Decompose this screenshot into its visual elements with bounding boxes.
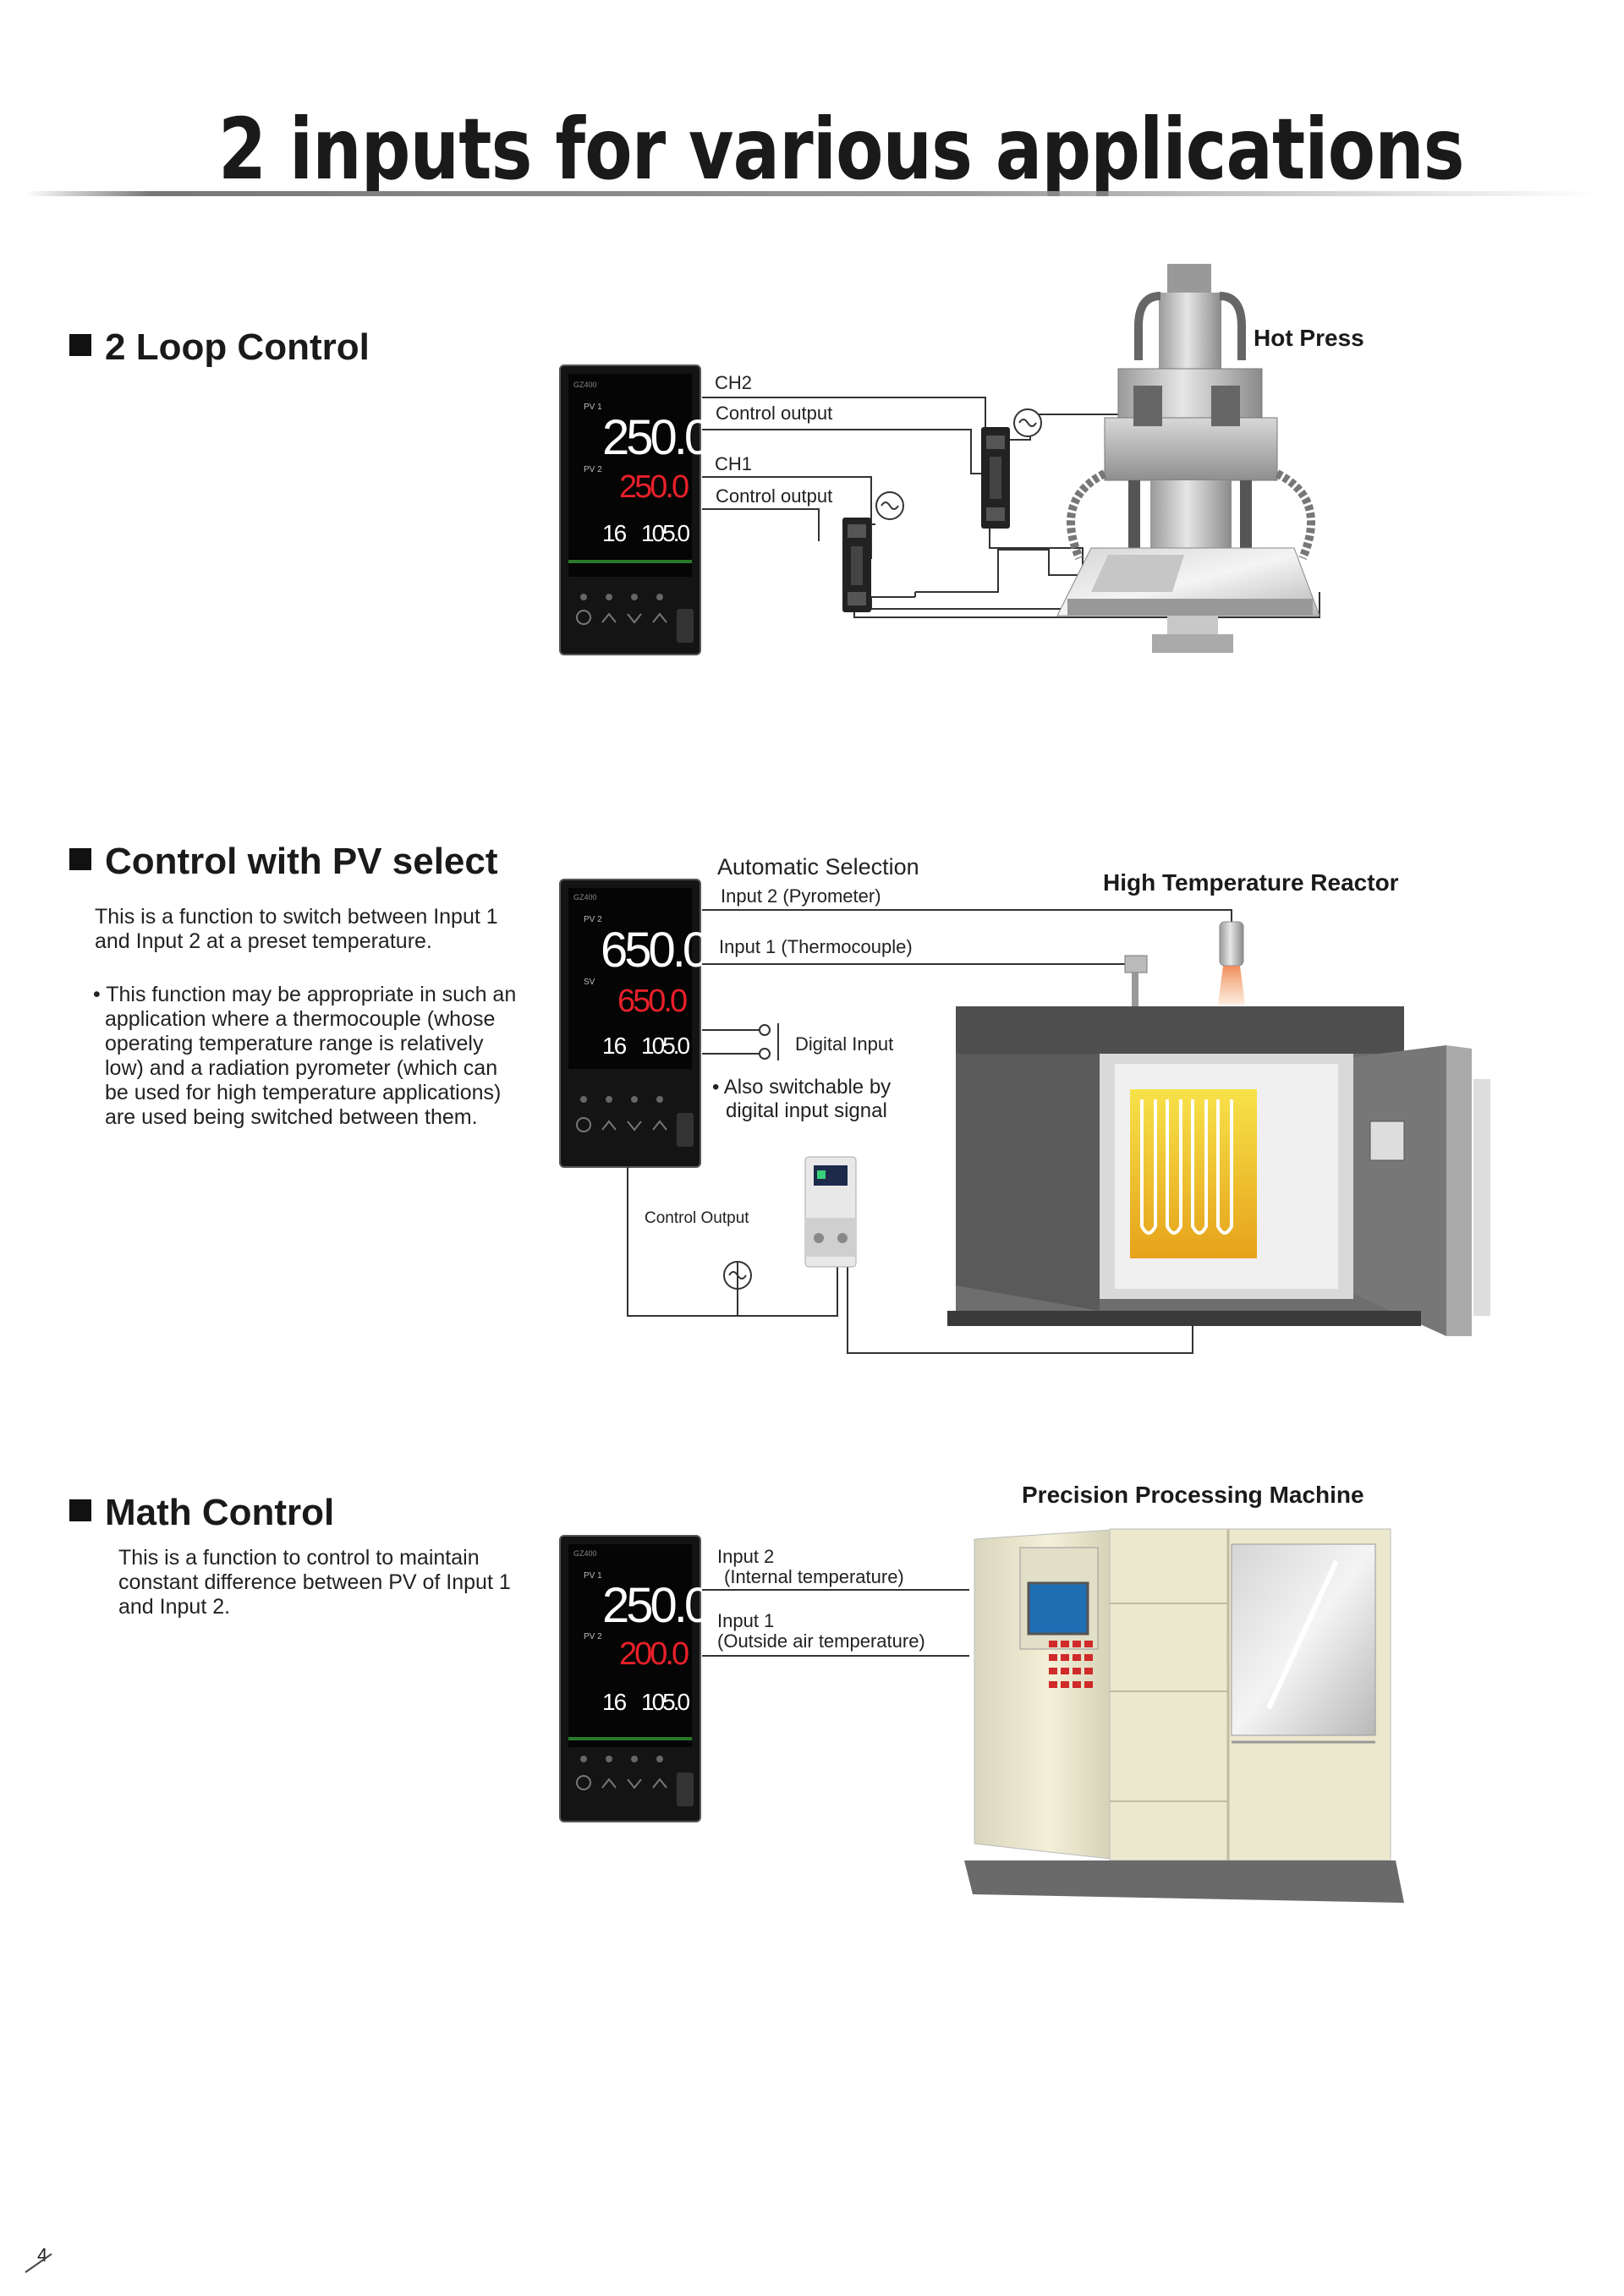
pyrometer-sensor-icon bbox=[1218, 921, 1245, 1005]
thermocouple-sensor-icon bbox=[1124, 955, 1148, 1006]
hot-press-label: Hot Press bbox=[1254, 325, 1364, 351]
pv-select-bullet: • This function may be appropriate in su… bbox=[93, 983, 517, 1129]
controller-3-mv-value: 105.0 bbox=[641, 1689, 689, 1715]
controller-2-sv-label: SV bbox=[584, 978, 595, 987]
ssr-relay-ch2 bbox=[981, 427, 1010, 529]
controller-3-pv1-value: 250.0 bbox=[602, 1578, 710, 1633]
controller-2-pv-label: PV 2 bbox=[584, 915, 602, 924]
controller-1-area-value: 16 bbox=[602, 520, 627, 546]
section-heading-pv-select: Control with PV select bbox=[69, 841, 498, 883]
controller-3-pv2-value: 200.0 bbox=[619, 1636, 689, 1672]
controller-2-sv-value: 650.0 bbox=[617, 984, 687, 1019]
ac-source-icon bbox=[875, 408, 1042, 520]
page-title: 2 inputs for various applications bbox=[218, 100, 1465, 199]
digital-input-contacts-icon bbox=[759, 1024, 771, 1060]
controller-1-pv2-label: PV 2 bbox=[584, 465, 602, 474]
math-description: This is a function to control to maintai… bbox=[118, 1546, 511, 1619]
title-divider bbox=[25, 191, 1599, 196]
ch1-output-label: Control output bbox=[716, 485, 833, 507]
temperature-controller-2 bbox=[559, 879, 701, 1168]
controller-1-pv2-value: 250.0 bbox=[619, 469, 689, 505]
input1-label: Input 1 bbox=[717, 1610, 775, 1631]
controller-1-pv1-label: PV 1 bbox=[584, 403, 602, 412]
ssr-relay-ch1 bbox=[842, 518, 871, 612]
section-heading-2-loop: 2 Loop Control bbox=[69, 326, 370, 369]
temperature-controller-3 bbox=[559, 1535, 701, 1822]
ch2-output-label: Control output bbox=[716, 403, 833, 424]
wiring-math bbox=[702, 1589, 969, 1657]
ssr-relay-unit bbox=[804, 1156, 857, 1268]
wiring-pv-select bbox=[627, 909, 1232, 1354]
digital-input-label: Digital Input bbox=[795, 1033, 894, 1055]
input1-outside-label: (Outside air temperature) bbox=[717, 1630, 925, 1652]
precision-machine-illustration bbox=[964, 1528, 1404, 1903]
square-bullet-icon bbox=[69, 334, 91, 356]
switchable-note-line2: digital input signal bbox=[726, 1099, 887, 1122]
square-bullet-icon bbox=[69, 1499, 91, 1521]
control-output-label: Control Output bbox=[645, 1209, 749, 1227]
automatic-selection-label: Automatic Selection bbox=[717, 854, 919, 879]
controller-3-model: GZ400 bbox=[573, 1549, 597, 1558]
ch2-label: CH2 bbox=[715, 372, 753, 393]
controller-2-model: GZ400 bbox=[573, 893, 597, 901]
input2-label: Input 2 bbox=[717, 1546, 775, 1567]
precision-machine-label: Precision Processing Machine bbox=[1022, 1482, 1364, 1508]
input2-internal-label: (Internal temperature) bbox=[724, 1566, 904, 1587]
high-temperature-reactor-label: High Temperature Reactor bbox=[1103, 869, 1399, 896]
input2-pyrometer-label: Input 2 (Pyrometer) bbox=[721, 885, 881, 907]
ch1-label: CH1 bbox=[715, 453, 753, 474]
high-temperature-reactor-illustration bbox=[947, 1006, 1490, 1336]
input1-thermocouple-label: Input 1 (Thermocouple) bbox=[719, 936, 913, 957]
controller-3-pv2-label: PV 2 bbox=[584, 1632, 602, 1641]
pv-select-description: This is a function to switch between Inp… bbox=[95, 905, 498, 953]
controller-2-pv-value: 650.0 bbox=[601, 923, 708, 978]
controller-1-mv-value: 105.0 bbox=[641, 520, 689, 546]
controller-3-area-value: 16 bbox=[602, 1689, 627, 1715]
switchable-note-line1: • Also switchable by bbox=[712, 1076, 892, 1099]
square-bullet-icon bbox=[69, 848, 91, 870]
controller-3-pv1-label: PV 1 bbox=[584, 1571, 602, 1581]
controller-2-mv-value: 105.0 bbox=[641, 1033, 689, 1059]
controller-2-area-value: 16 bbox=[602, 1033, 627, 1059]
controller-1-pv1-value: 250.0 bbox=[602, 410, 710, 465]
temperature-controller-1 bbox=[559, 364, 701, 655]
section-heading-math: Math Control bbox=[69, 1492, 334, 1534]
controller-1-model: GZ400 bbox=[573, 381, 597, 389]
hot-press-illustration bbox=[1056, 264, 1320, 653]
